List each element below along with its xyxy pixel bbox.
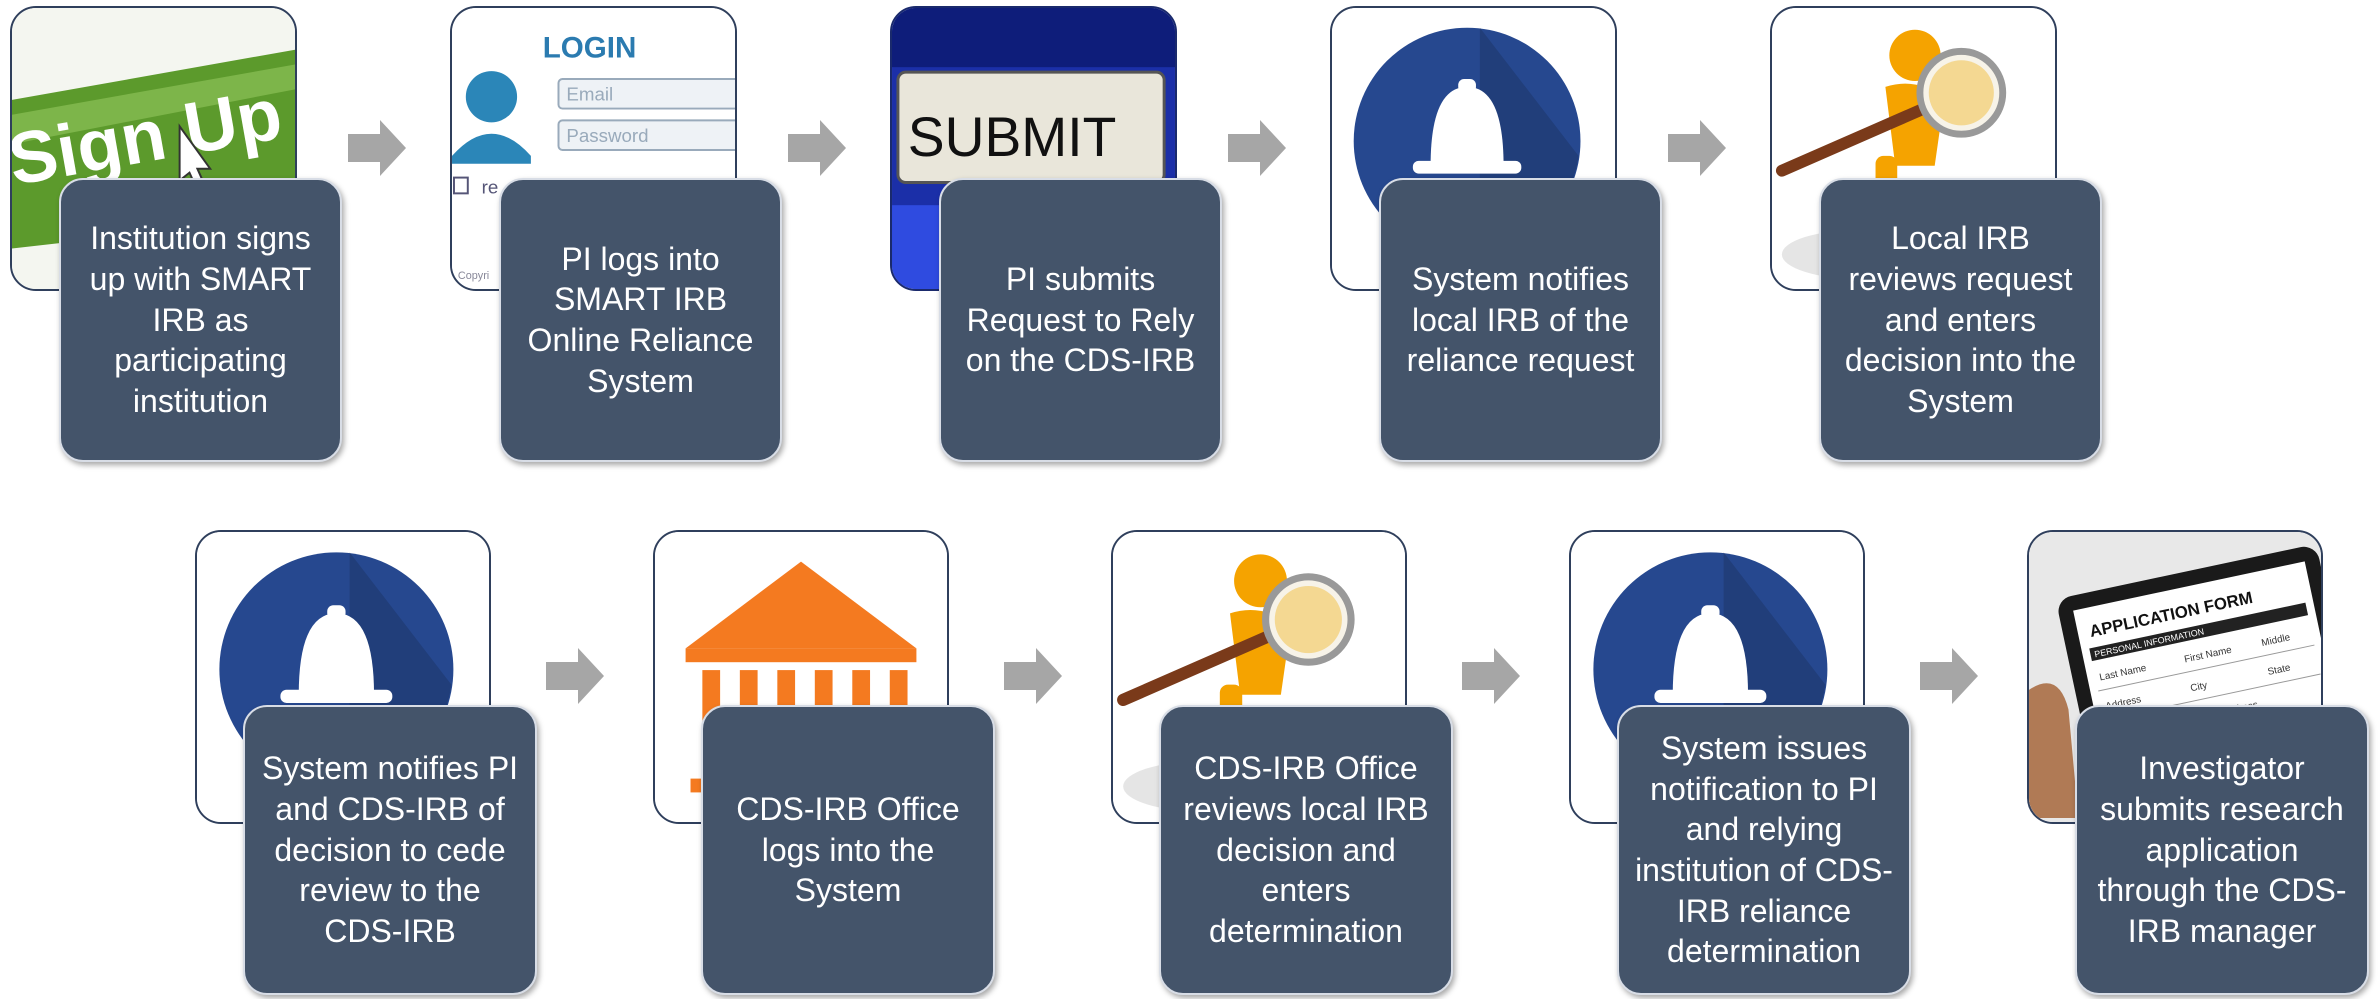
arrow-right-icon [1462,646,1522,706]
arrow-right-icon [348,118,408,178]
svg-text:Password: Password [566,125,648,146]
svg-text:Copyri: Copyri [458,270,489,282]
svg-text:Email: Email [566,84,613,105]
arrow-right-icon [1668,118,1728,178]
svg-text:State: State [2267,662,2292,678]
step-card: Local IRB reviews request and enters dec… [1819,178,2102,462]
svg-text:SUBMIT: SUBMIT [908,106,1117,168]
step-card: CDS-IRB Office reviews local IRB decisio… [1159,705,1453,995]
arrow-right-icon [1228,118,1288,178]
step-card: System issues notification to PI and rel… [1617,705,1911,995]
step-card: Institution signs up with SMART IRB as p… [59,178,342,462]
step-card: System notifies PI and CDS-IRB of decisi… [243,705,537,995]
step-card: System notifies local IRB of the relianc… [1379,178,1662,462]
step-card: PI logs into SMART IRB Online Reliance S… [499,178,782,462]
arrow-right-icon [546,646,606,706]
svg-text:re: re [482,176,499,197]
svg-text:LOGIN: LOGIN [543,31,637,64]
step-card: Investigator submits research applicatio… [2075,705,2369,995]
arrow-right-icon [1004,646,1064,706]
arrow-right-icon [788,118,848,178]
arrow-right-icon [1920,646,1980,706]
step-card: CDS-IRB Office logs into the System [701,705,995,995]
svg-text:City: City [2189,680,2208,694]
application-form-icon: APPLICATION FORM PERSONAL INFORMATION La… [2027,530,2323,824]
step-card: PI submits Request to Rely on the CDS-IR… [939,178,1222,462]
